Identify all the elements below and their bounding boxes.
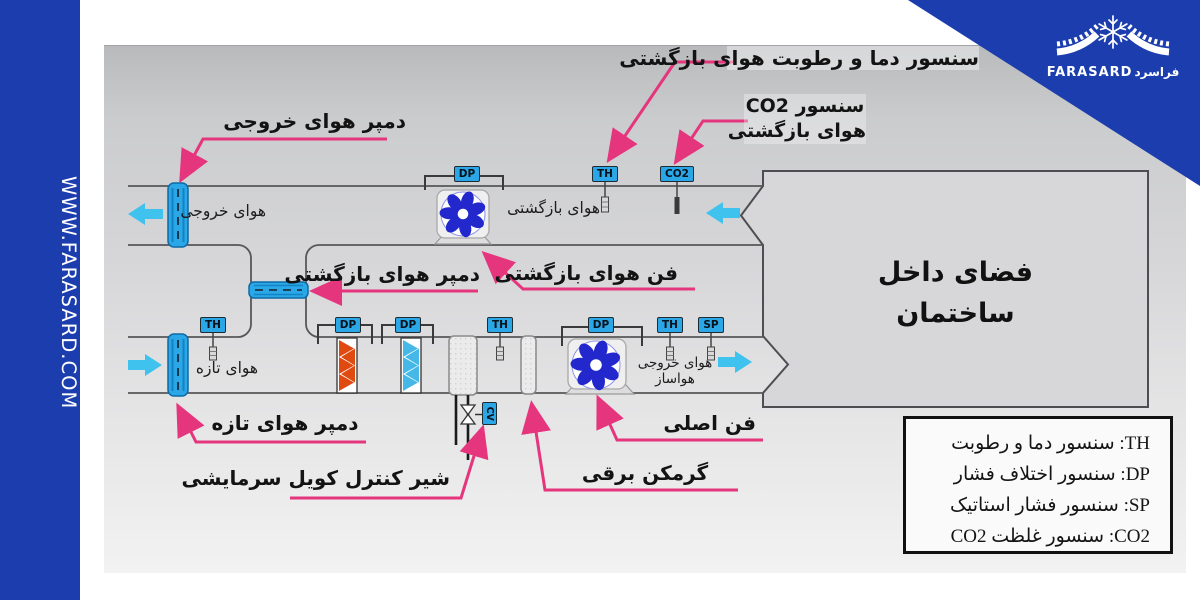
exhaust-air-label: هوای خروجی bbox=[180, 202, 266, 220]
th-sensor-after-coil: TH bbox=[487, 317, 513, 333]
return-flow-arrow bbox=[706, 202, 740, 224]
return-air-label: هوای بازگشتی bbox=[507, 199, 600, 217]
flow-arrows bbox=[128, 202, 752, 376]
pre-filter bbox=[336, 337, 358, 394]
brand-emblem-icon bbox=[1056, 15, 1170, 56]
exhaust-flow-arrow bbox=[128, 203, 163, 225]
brand-name: FARASARD فراسرد bbox=[1047, 65, 1180, 80]
return-air-damper bbox=[248, 281, 309, 299]
return-damper-label: دمپر هوای بازگشتی bbox=[284, 262, 480, 286]
bag-filter bbox=[400, 337, 422, 394]
electric-heater bbox=[520, 335, 537, 395]
cooling-valve-label: شیر کنترل کویل سرمایشی bbox=[181, 466, 450, 490]
snowflake-icon bbox=[1098, 15, 1128, 49]
dp-sensor-main-fan: DP bbox=[588, 317, 614, 333]
exhaust-damper bbox=[167, 182, 189, 248]
main-fan-label: فن اصلی bbox=[663, 411, 756, 435]
return-fan bbox=[433, 189, 493, 245]
building-space bbox=[739, 170, 1149, 408]
return-fan-label: فن هوای بازگشتی bbox=[494, 261, 678, 285]
return-co2-sensor-label: سنسور CO2 هوای بازگشتی bbox=[727, 94, 866, 144]
pointer-electric-heater bbox=[521, 400, 738, 492]
pointer-cooling-valve bbox=[290, 424, 489, 500]
brand-name-persian: فراسرد bbox=[1134, 65, 1180, 79]
building-label-line1: فضای داخل bbox=[877, 257, 1034, 288]
exhaust-damper-label: دمپر هوای خروجی bbox=[223, 109, 406, 133]
fresh-flow-arrow bbox=[128, 354, 162, 376]
legend-item-dp: DP: سنسور اختلاف فشار bbox=[953, 464, 1150, 485]
cooling-coil bbox=[448, 335, 482, 460]
pointer-exhaust-damper bbox=[179, 137, 387, 184]
dampers bbox=[167, 182, 309, 397]
th-sensor-supply: TH bbox=[657, 317, 683, 333]
legend-item-th: TH: سنسور دما و رطوبت bbox=[951, 433, 1150, 454]
cooling-valve bbox=[459, 404, 482, 425]
co2-label-line2: هوای بازگشتی bbox=[727, 120, 866, 142]
sensor-probes bbox=[209, 182, 715, 361]
supply-air-label: هوای خروجی هواساز bbox=[634, 355, 716, 387]
supply-flow-arrow bbox=[718, 351, 752, 373]
pointer-return-fan bbox=[481, 250, 695, 291]
legend-item-sp: SP: سنسور فشار استاتیک bbox=[949, 495, 1150, 516]
co2-probe bbox=[674, 197, 680, 214]
co2-sensor-return: CO2 bbox=[660, 166, 694, 182]
co2-label-line1: سنسور CO2 bbox=[745, 95, 865, 117]
diagram-stage: DP TH CO2 TH DP DP TH DP TH SP CV دمپر ه… bbox=[104, 45, 1186, 573]
fresh-air-label: هوای تازه bbox=[195, 359, 259, 377]
sp-sensor-supply: SP bbox=[698, 317, 724, 333]
dp-sensor-return-fan: DP bbox=[454, 166, 480, 182]
callout-pointers bbox=[176, 60, 763, 500]
supply-air-line2: هواساز bbox=[655, 371, 695, 387]
pointer-fresh-damper bbox=[176, 402, 366, 444]
pointer-main-fan bbox=[596, 394, 763, 442]
sidebar: WWW.FARASARD.COM bbox=[0, 0, 80, 600]
main-fan bbox=[564, 338, 636, 395]
supply-air-line1: هوای خروجی bbox=[637, 355, 713, 371]
brand-name-latin: FARASARD bbox=[1046, 65, 1133, 80]
dp-sensor-bag-filter: DP bbox=[395, 317, 421, 333]
brand-logo: FARASARD فراسرد bbox=[1047, 12, 1180, 80]
th-sensor-return: TH bbox=[592, 166, 618, 182]
th-sensor-fresh: TH bbox=[200, 317, 226, 333]
legend-item-co2: CO2: سنسور غلظت CO2 bbox=[950, 526, 1150, 547]
fresh-air-damper bbox=[167, 333, 189, 397]
legend-box: TH: سنسور دما و رطوبت DP: سنسور اختلاف ف… bbox=[903, 416, 1173, 554]
electric-heater-label: گرمکن برقی bbox=[581, 461, 709, 485]
pointer-co2 bbox=[673, 119, 748, 165]
cv-valve-tag: CV bbox=[482, 402, 497, 425]
pointer-th-return bbox=[606, 60, 733, 163]
building-label-line2: ساختمان bbox=[896, 298, 1015, 329]
building-space-label: فضای داخل ساختمان bbox=[783, 252, 1128, 334]
dp-sensor-pre-filter: DP bbox=[335, 317, 361, 333]
cv-label: CV bbox=[484, 406, 496, 421]
main-fan-impeller bbox=[570, 340, 621, 391]
fresh-damper-label: دمپر هوای تازه bbox=[211, 411, 359, 435]
return-th-sensor-label: سنسور دما و رطوبت هوای بازگشتی bbox=[619, 46, 979, 70]
hvac-schematic bbox=[128, 60, 1149, 500]
sidebar-url: WWW.FARASARD.COM bbox=[57, 176, 80, 410]
return-fan-impeller bbox=[439, 191, 486, 238]
